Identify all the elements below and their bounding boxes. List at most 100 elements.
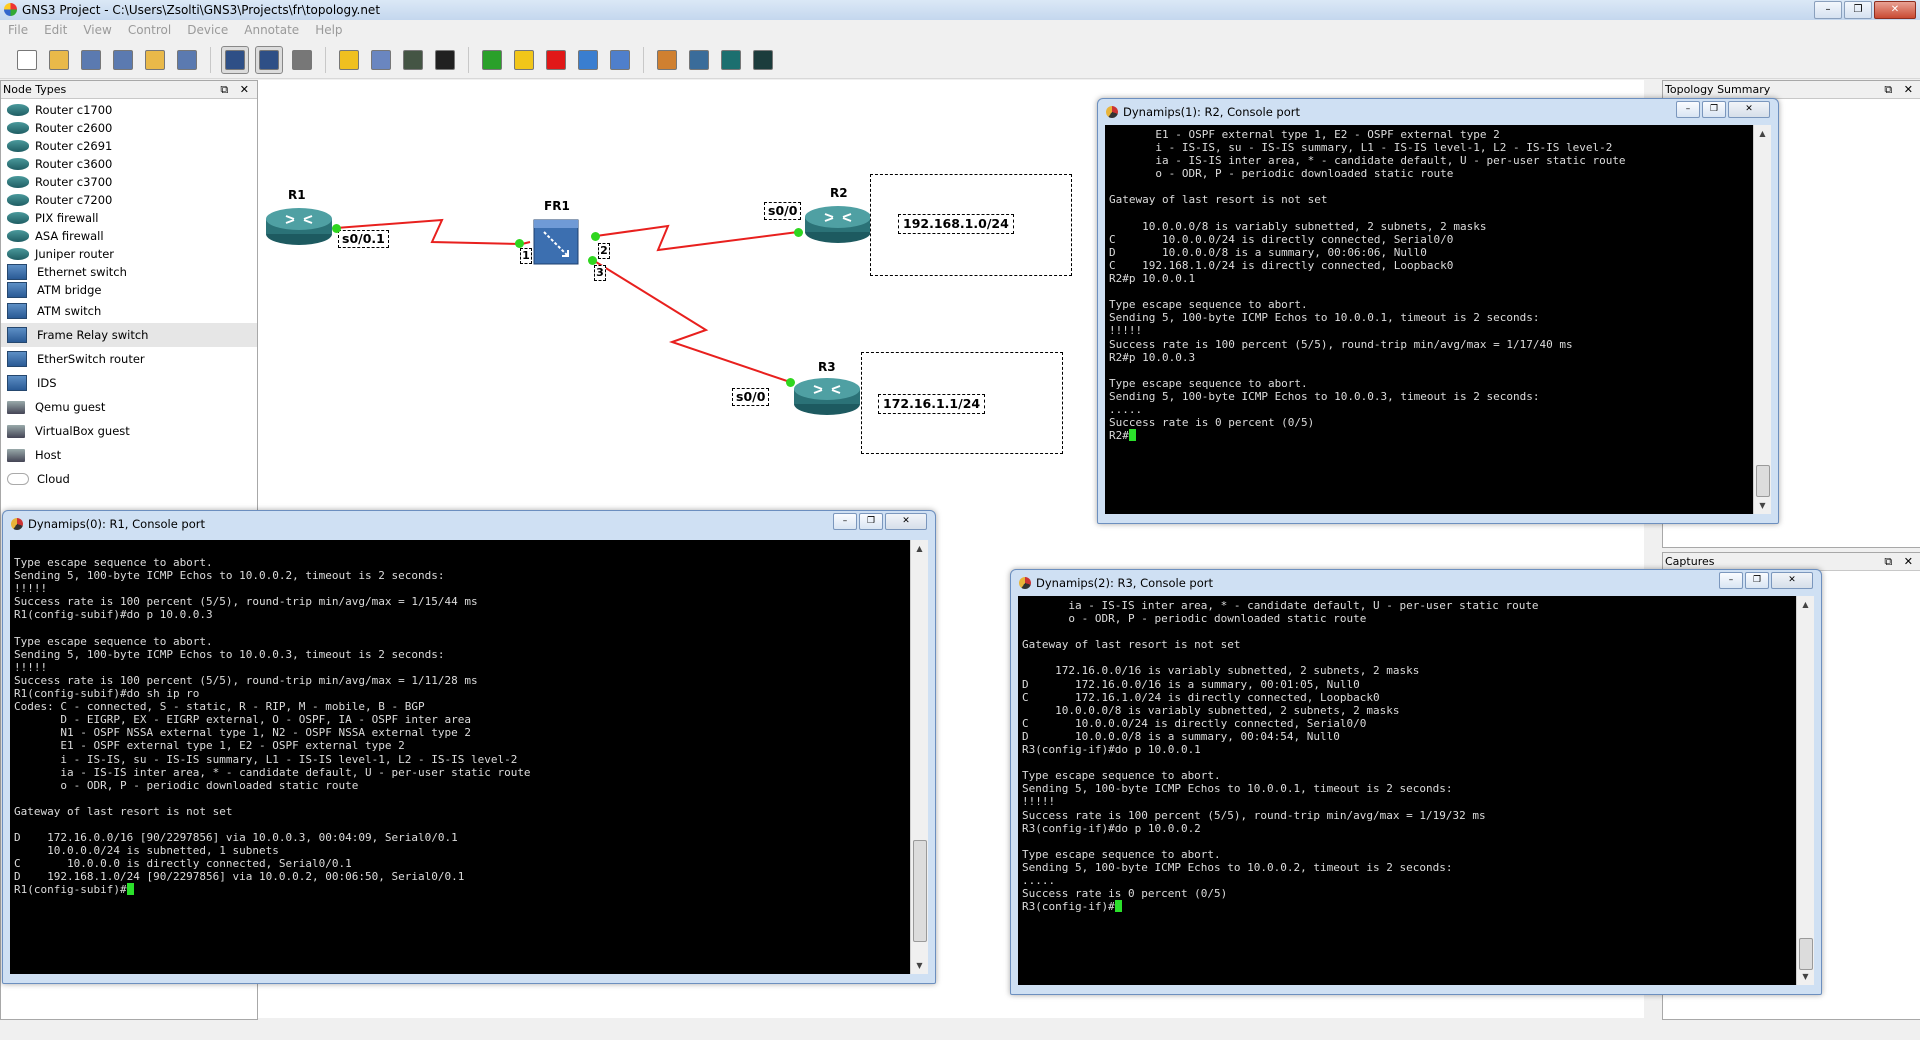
dock-controls-icon[interactable]: ⧉ ✕	[220, 83, 253, 96]
node-type-item[interactable]: Juniper router	[1, 245, 257, 263]
frame-relay-switch-icon[interactable]	[532, 218, 580, 266]
console-r3-scrollbar[interactable]: ▲ ▼	[1796, 596, 1814, 985]
save-project-button[interactable]	[78, 47, 104, 73]
console-r2-terminal[interactable]: E1 - OSPF external type 1, E2 - OSPF ext…	[1105, 125, 1754, 514]
console-window-r2[interactable]: Dynamips(1): R2, Console port – ❐ ✕ E1 -…	[1097, 98, 1779, 524]
open-project-button[interactable]	[46, 47, 72, 73]
link-fr1-r3[interactable]	[595, 261, 791, 383]
draw-rectangle-button[interactable]	[718, 47, 744, 73]
suspend-all-button[interactable]	[511, 47, 537, 73]
node-type-item[interactable]: Router c7200	[1, 191, 257, 209]
menu-device[interactable]: Device	[187, 23, 229, 37]
console-line: Codes: C - connected, S - static, R - RI…	[14, 700, 425, 714]
node-type-item[interactable]: Router c3600	[1, 155, 257, 173]
node-type-item[interactable]: Router c3700	[1, 173, 257, 191]
maximize-button[interactable]: ❐	[1702, 101, 1726, 118]
console-r3-title: Dynamips(2): R3, Console port	[1036, 576, 1214, 590]
console-r1-titlebar[interactable]: Dynamips(0): R1, Console port	[11, 515, 205, 533]
maximize-button[interactable]: ❐	[859, 513, 883, 530]
console-r3-titlebar[interactable]: Dynamips(2): R3, Console port	[1019, 574, 1213, 592]
node-type-item[interactable]: PIX firewall	[1, 209, 257, 227]
scroll-up-arrow-icon[interactable]: ▲	[916, 544, 923, 553]
dock-controls-icon[interactable]: ⧉ ✕	[1884, 83, 1917, 96]
console-line: Gateway of last resort is not set	[1109, 193, 1328, 207]
atm-switch-icon	[7, 303, 27, 319]
captures-title: Captures	[1665, 555, 1715, 568]
console-r3-terminal[interactable]: ia - IS-IS inter area, * - candidate def…	[1018, 596, 1797, 985]
node-type-item[interactable]: Ethernet switch	[1, 263, 257, 281]
draw-ellipse-button[interactable]	[750, 47, 776, 73]
add-link-button[interactable]	[289, 47, 315, 73]
minimize-button[interactable]: –	[833, 513, 857, 530]
insert-picture-button[interactable]	[686, 47, 712, 73]
console-window-r1[interactable]: Dynamips(0): R1, Console port – ❐ ✕ Type…	[2, 510, 936, 984]
save-as-button[interactable]	[110, 47, 136, 73]
node-type-item[interactable]: Router c1700	[1, 101, 257, 119]
node-type-item[interactable]: EtherSwitch router	[1, 347, 257, 371]
node-type-item[interactable]: ATM bridge	[1, 281, 257, 299]
node-type-item[interactable]: ATM switch	[1, 299, 257, 323]
maximize-button[interactable]: ❐	[1844, 1, 1872, 19]
node-type-label: PIX firewall	[35, 211, 99, 225]
virtualbox-button[interactable]	[607, 47, 633, 73]
menu-help[interactable]: Help	[315, 23, 343, 37]
open-folder-button[interactable]	[142, 47, 168, 73]
scroll-up-arrow-icon[interactable]: ▲	[1759, 129, 1766, 138]
node-type-item[interactable]: Qemu guest	[1, 395, 257, 419]
window-titlebar[interactable]: GNS3 Project - C:\Users\Zsolti\GNS3\Proj…	[0, 0, 1920, 21]
node-type-item[interactable]: Router c2600	[1, 119, 257, 137]
scroll-thumb[interactable]	[913, 840, 927, 942]
menu-annotate[interactable]: Annotate	[244, 23, 300, 37]
scroll-down-arrow-icon[interactable]: ▼	[916, 961, 923, 970]
new-project-button[interactable]	[14, 47, 40, 73]
emulation-mode-button[interactable]	[255, 46, 283, 74]
link-r1-fr1[interactable]	[335, 218, 531, 246]
r3-router-icon[interactable]	[792, 376, 862, 416]
scroll-down-arrow-icon[interactable]: ▼	[1802, 972, 1809, 981]
close-button[interactable]: ✕	[1771, 572, 1813, 589]
scroll-up-arrow-icon[interactable]: ▲	[1802, 600, 1809, 609]
menu-file[interactable]: File	[8, 23, 29, 37]
link-fr1-r2[interactable]	[595, 224, 799, 252]
close-button[interactable]: ✕	[885, 513, 927, 530]
scroll-down-arrow-icon[interactable]: ▼	[1759, 501, 1766, 510]
console-r2-scrollbar[interactable]: ▲ ▼	[1753, 125, 1771, 514]
maximize-button[interactable]: ❐	[1745, 572, 1769, 589]
start-all-button[interactable]	[479, 47, 505, 73]
scroll-thumb[interactable]	[1756, 465, 1770, 497]
node-type-item[interactable]: Host	[1, 443, 257, 467]
node-type-item[interactable]: IDS	[1, 371, 257, 395]
menu-view[interactable]: View	[83, 23, 112, 37]
design-mode-icon	[225, 50, 245, 70]
snapshot-button[interactable]	[336, 47, 362, 73]
minimize-button[interactable]: –	[1719, 572, 1743, 589]
stop-all-button[interactable]	[543, 47, 569, 73]
node-type-item[interactable]: VirtualBox guest	[1, 419, 257, 443]
scroll-thumb[interactable]	[1799, 938, 1813, 970]
export-button[interactable]	[174, 47, 200, 73]
add-note-button[interactable]	[654, 47, 680, 73]
dock-controls-icon[interactable]: ⧉ ✕	[1884, 555, 1917, 568]
node-type-item[interactable]: ASA firewall	[1, 227, 257, 245]
node-type-item[interactable]: Cloud	[1, 467, 257, 491]
console-r1-terminal[interactable]: Type escape sequence to abort. Sending 5…	[10, 540, 911, 974]
minimize-button[interactable]: –	[1676, 101, 1700, 118]
close-button[interactable]: ✕	[1874, 1, 1916, 19]
text-cursor	[1114, 900, 1122, 913]
design-mode-button[interactable]	[221, 46, 249, 74]
node-type-item[interactable]: Frame Relay switch	[1, 323, 257, 347]
reload-all-button[interactable]	[575, 47, 601, 73]
console-r1-scrollbar[interactable]: ▲ ▼	[910, 540, 928, 974]
menu-edit[interactable]: Edit	[44, 23, 68, 37]
r1-router-icon[interactable]	[264, 206, 334, 246]
menu-control[interactable]: Control	[127, 23, 172, 37]
terminal-all-button[interactable]	[400, 47, 426, 73]
console-r2-titlebar[interactable]: Dynamips(1): R2, Console port	[1106, 103, 1300, 121]
node-type-item[interactable]: Router c2691	[1, 137, 257, 155]
preferences-button[interactable]	[368, 47, 394, 73]
console-button[interactable]	[432, 47, 458, 73]
console-window-r3[interactable]: Dynamips(2): R3, Console port – ❐ ✕ ia -…	[1010, 569, 1822, 995]
close-button[interactable]: ✕	[1728, 101, 1770, 118]
minimize-button[interactable]: –	[1814, 1, 1842, 19]
r2-router-icon[interactable]	[803, 204, 873, 244]
